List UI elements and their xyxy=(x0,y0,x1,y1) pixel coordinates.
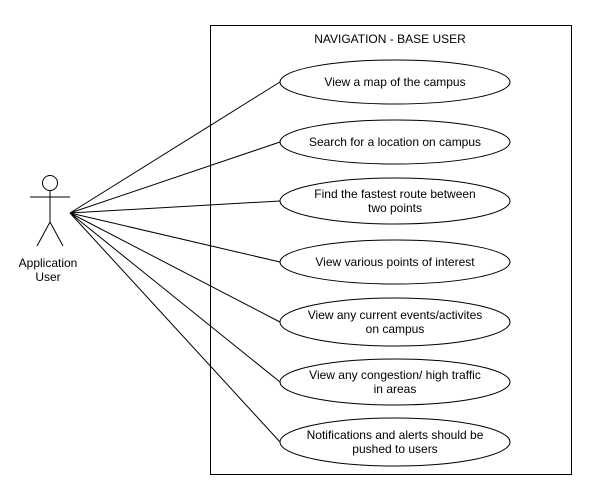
use-case-label-line: View a map of the campus xyxy=(324,75,465,89)
use-case-4[interactable]: View various points of interest xyxy=(279,239,511,285)
association-lines xyxy=(69,81,281,443)
use-case-label-line: pushed to users xyxy=(352,442,437,456)
actor-label-line-1: Application xyxy=(19,256,78,270)
actor-label-line-2: User xyxy=(35,270,60,284)
use-case-ellipse[interactable] xyxy=(279,119,511,165)
actor-right-leg xyxy=(49,221,64,247)
system-title: NAVIGATION - BASE USER xyxy=(314,32,466,46)
actor-head xyxy=(42,175,58,191)
use-case-ellipse[interactable] xyxy=(279,177,511,225)
association-line-1 xyxy=(69,81,281,214)
actor-left-leg xyxy=(36,221,51,247)
use-case-ellipse[interactable] xyxy=(279,417,511,467)
association-line-7 xyxy=(69,212,281,443)
use-case-ellipse[interactable] xyxy=(279,239,511,285)
use-case-label-line: Notifications and alerts should be xyxy=(307,428,484,442)
actor: Application User xyxy=(19,175,78,284)
use-case-label-line: two points xyxy=(368,201,422,215)
association-line-6 xyxy=(69,212,281,383)
association-line-5 xyxy=(69,212,281,323)
use-case-ellipse[interactable] xyxy=(279,59,511,105)
use-case-2[interactable]: Search for a location on campus xyxy=(279,119,511,165)
use-case-label-line: Find the fastest route between xyxy=(314,187,475,201)
use-case-label-line: in areas xyxy=(374,382,417,396)
use-case-ellipse[interactable] xyxy=(279,358,511,406)
association-line-4 xyxy=(69,212,281,263)
use-case-ellipse[interactable] xyxy=(279,297,511,347)
use-case-7[interactable]: Notifications and alerts should bepushed… xyxy=(279,417,511,467)
association-line-2 xyxy=(69,141,281,214)
use-case-label-line: Search for a location on campus xyxy=(309,135,481,149)
use-case-label-line: View any current events/activites xyxy=(308,308,483,322)
use-case-label-line: on campus xyxy=(366,322,425,336)
association-line-3 xyxy=(69,200,281,214)
use-case-label-line: View various points of interest xyxy=(315,255,475,269)
use-case-label-line: View any congestion/ high traffic xyxy=(309,368,481,382)
use-case-1[interactable]: View a map of the campus xyxy=(279,59,511,105)
